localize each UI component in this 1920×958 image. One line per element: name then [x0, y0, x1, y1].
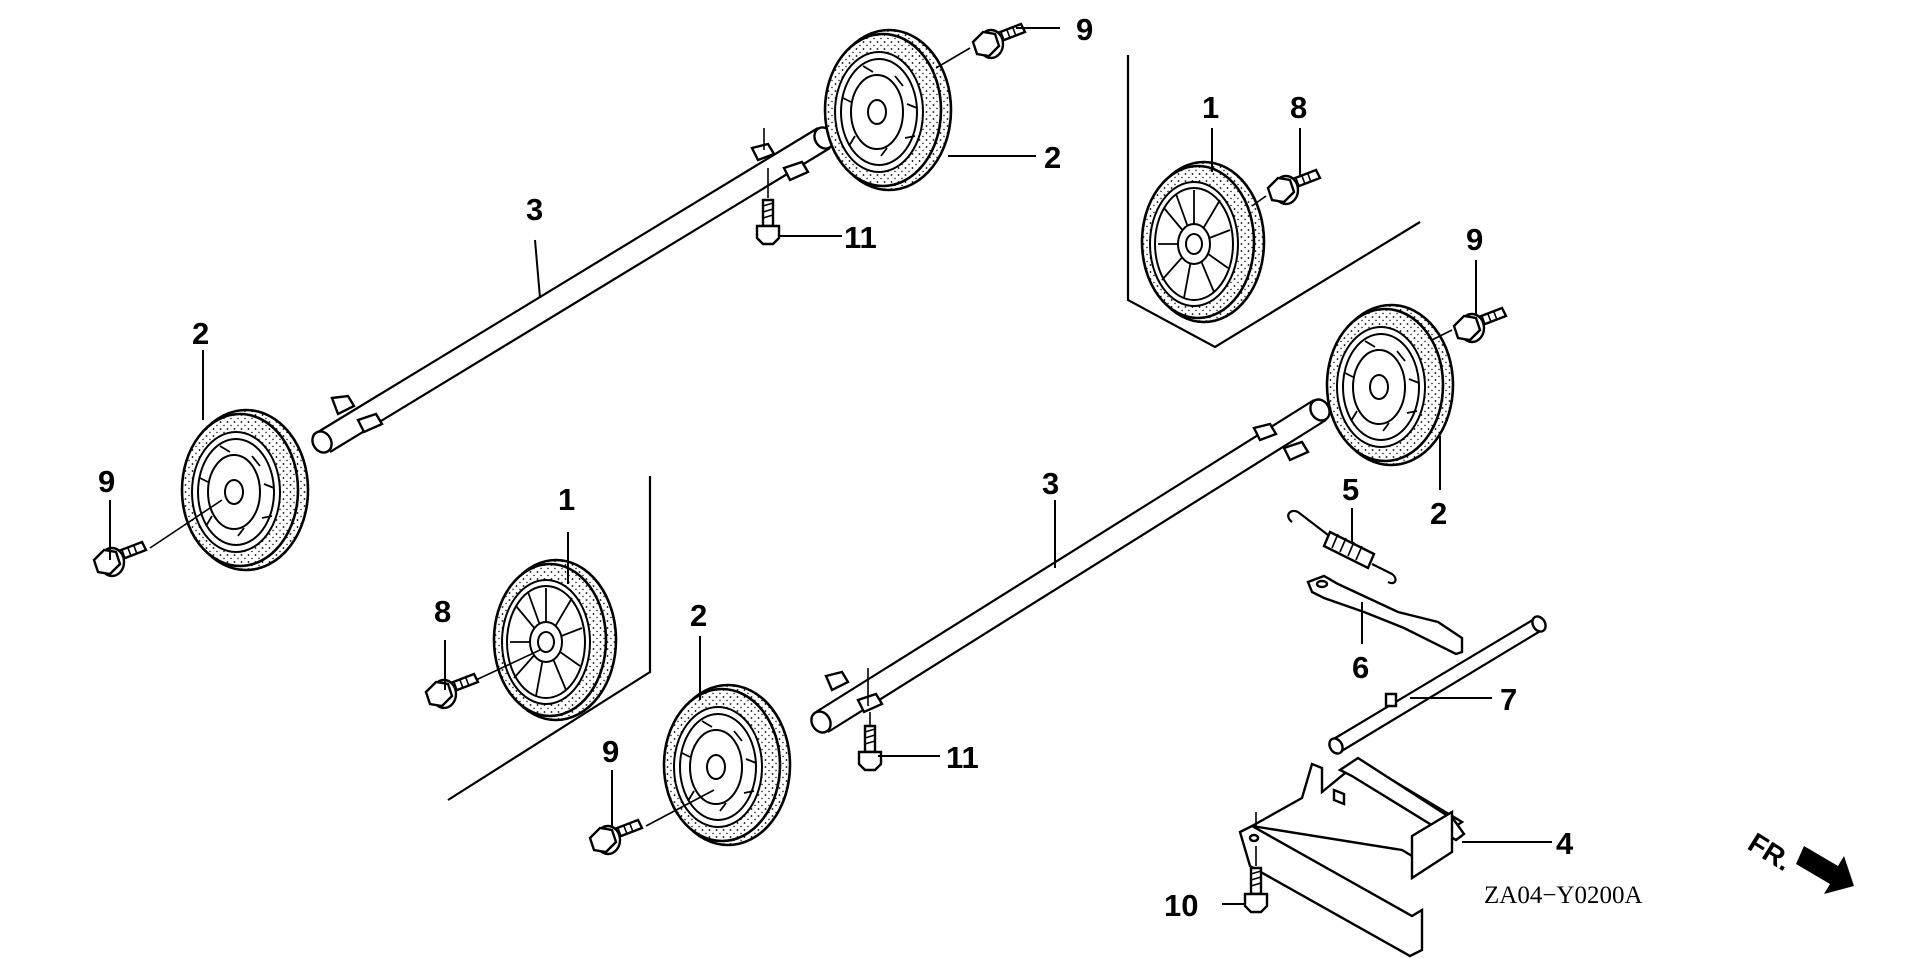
outline-upper	[1126, 55, 1421, 349]
callout-2-upper-right: 2	[1044, 140, 1061, 175]
wheel-1-lower	[492, 558, 618, 722]
rod-7	[1328, 615, 1547, 755]
callout-3-upper: 3	[526, 192, 543, 227]
callout-3-lower: 3	[1042, 466, 1059, 501]
callout-5: 5	[1342, 472, 1359, 507]
outline-lower	[447, 476, 652, 801]
callout-2-lower: 2	[690, 598, 707, 633]
callout-9-upper-right: 9	[1076, 12, 1093, 47]
bolt-9-right	[1452, 306, 1508, 344]
callout-9-right: 9	[1466, 222, 1483, 257]
callout-7: 7	[1500, 682, 1517, 717]
lever-6	[1306, 574, 1464, 656]
drawing-code: ZA04−Y0200A	[1484, 882, 1643, 909]
callout-11-lower: 11	[946, 740, 979, 775]
bolt-9-upper-right	[971, 22, 1027, 60]
screw-11-upper	[755, 198, 781, 246]
callout-10: 10	[1164, 888, 1198, 923]
bolt-8-upper	[1266, 168, 1322, 206]
callout-2-upper-left: 2	[192, 316, 209, 351]
leader-bolt-9-ul	[149, 499, 223, 549]
spring-5	[1287, 509, 1397, 585]
bolt-9-lower	[588, 818, 644, 856]
axle-lower	[810, 398, 1331, 734]
callout-2-right: 2	[1430, 496, 1447, 531]
bolt-9-upper-left	[92, 540, 148, 578]
leader-bolt-9-ur	[935, 47, 971, 69]
screw-11-lower	[857, 724, 883, 772]
bolt-8-lower	[424, 672, 480, 710]
arrow-right-down-icon	[1796, 846, 1854, 894]
callout-11-upper: 11	[844, 220, 877, 255]
callout-4: 4	[1556, 826, 1574, 861]
callout-1-upper: 1	[1202, 90, 1219, 125]
callout-6: 6	[1352, 650, 1369, 685]
leader-lines	[109, 27, 1552, 905]
wheel-2-upper-left	[180, 408, 310, 572]
callout-8-lower: 8	[434, 594, 451, 629]
wheel-2-right	[1325, 303, 1455, 467]
axle-upper	[311, 126, 835, 454]
callout-8-upper: 8	[1290, 90, 1307, 125]
front-label: FR.	[1743, 827, 1798, 877]
callout-1-lower: 1	[558, 482, 575, 517]
callout-9-lower: 9	[602, 734, 619, 769]
callout-9-upper-left: 9	[98, 464, 115, 499]
wheel-1-upper	[1140, 160, 1266, 324]
wheel-2-lower	[662, 683, 792, 847]
wheel-2-upper-right	[823, 28, 953, 192]
bracket-4	[1238, 756, 1466, 958]
front-direction-indicator: FR.	[1743, 827, 1854, 894]
